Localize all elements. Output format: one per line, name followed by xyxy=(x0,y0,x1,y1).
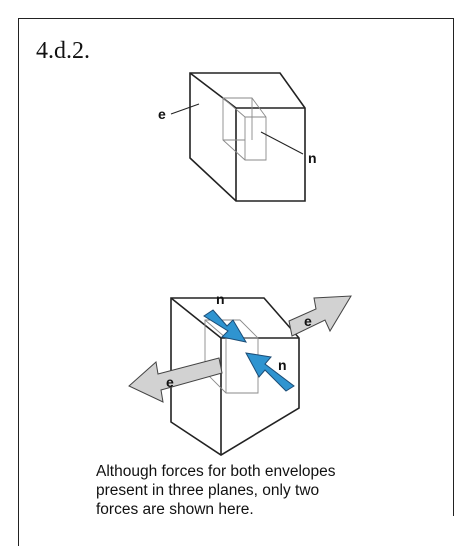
panel-top-border xyxy=(18,18,454,19)
caption-line: present in three planes, only two xyxy=(96,482,320,499)
top-outer-cube xyxy=(189,72,306,202)
top-outer-cube-front-top xyxy=(189,72,305,109)
inner-force-arrow-lower xyxy=(245,352,295,392)
inner-force-label-upper: n xyxy=(216,291,225,307)
top-inner-cube xyxy=(222,97,267,161)
figure-id: 4.d.2. xyxy=(36,38,90,64)
outer-force-arrow-right xyxy=(288,295,352,337)
top-outer-cube-outline xyxy=(189,72,306,202)
top-inner-envelope-label: n xyxy=(308,150,317,166)
top-outer-leader-line xyxy=(170,103,200,115)
outer-force-arrow-left xyxy=(128,357,223,403)
outer-force-label-left: e xyxy=(166,374,174,390)
top-inner-leader-line xyxy=(260,131,304,155)
top-outer-envelope-label: e xyxy=(158,106,166,122)
outer-force-label-right: e xyxy=(304,313,312,329)
caption-line: forces are shown here. xyxy=(96,501,254,518)
bottom-outer-cube xyxy=(170,297,300,456)
caption-line: Although forces for both envelopes xyxy=(96,463,336,480)
panel-right-border xyxy=(453,18,454,516)
inner-force-arrow-upper xyxy=(203,309,248,343)
panel-left-border xyxy=(18,18,19,546)
inner-force-label-lower: n xyxy=(278,357,287,373)
bottom-outer-cube-outline xyxy=(170,297,300,456)
figure-caption: Although forces for both envelopes prese… xyxy=(96,462,376,519)
